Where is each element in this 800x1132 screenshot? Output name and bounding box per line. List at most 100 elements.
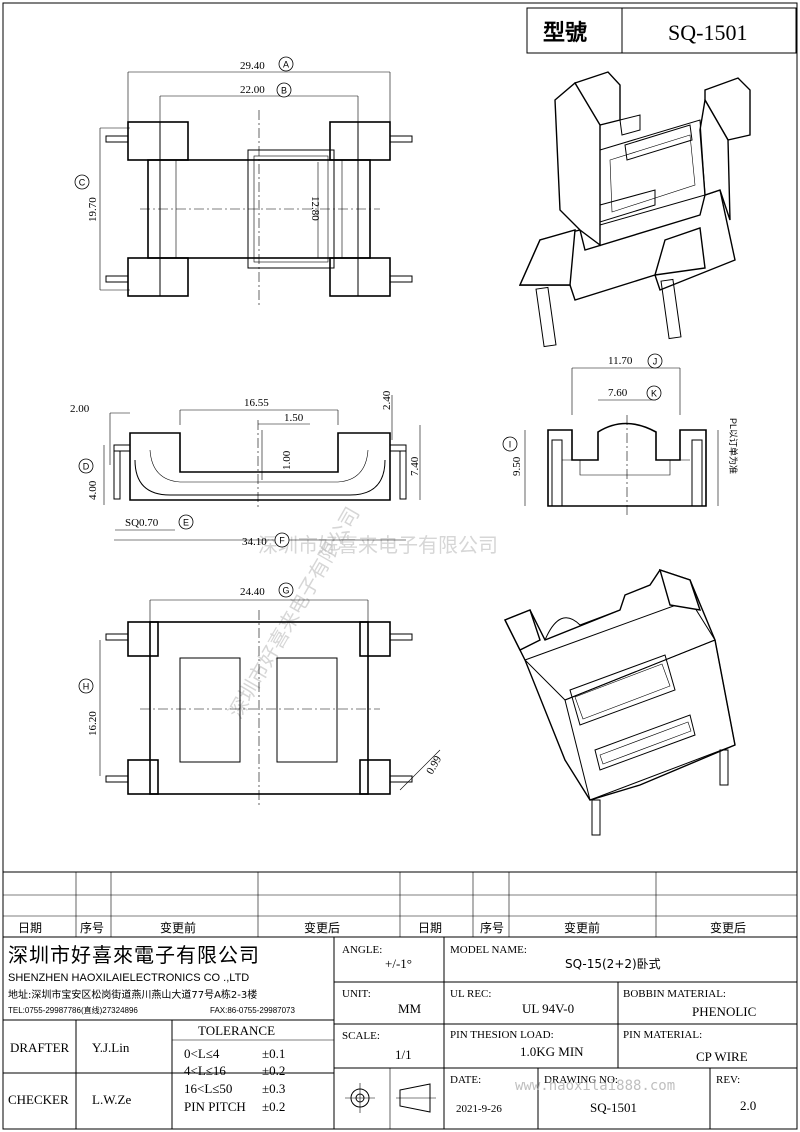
dim-side-height: 7.40 xyxy=(409,456,421,476)
dim-D: 4.00 xyxy=(87,480,99,500)
dim-top-height: 2.40 xyxy=(381,390,393,410)
svg-text:K: K xyxy=(651,389,657,399)
checker-value: L.W.Ze xyxy=(92,1092,131,1107)
side-note: PL以订单为准 xyxy=(728,418,739,474)
rev-header-before-1: 变更前 xyxy=(160,920,196,935)
dim-pin-height: 1.00 xyxy=(281,450,293,470)
drawing-no-value: SQ-1501 xyxy=(590,1100,637,1115)
dim-marker-g: G xyxy=(278,582,294,598)
tolerance-range-1: 0<L≤4 xyxy=(184,1046,220,1061)
svg-text:C: C xyxy=(79,178,86,188)
dim-D-label: 2.00 xyxy=(70,403,90,415)
company-address: 地址:深圳市宝安区松岗街道燕川燕山大道77号A栋2-3楼 xyxy=(8,988,257,1001)
ul-rec-value: UL 94V-0 xyxy=(522,1001,574,1016)
svg-text:E: E xyxy=(183,518,189,528)
rev-value: 2.0 xyxy=(740,1098,756,1113)
pin-load-label: PIN THESION LOAD: xyxy=(450,1029,554,1041)
tolerance-range-2: 4<L≤16 xyxy=(184,1063,226,1078)
pin-load-value: 1.0KG MIN xyxy=(520,1044,584,1059)
drawing-no-label: DRAWING NO: xyxy=(544,1074,618,1086)
rev-header-no-1: 序号 xyxy=(80,920,104,935)
svg-text:H: H xyxy=(83,682,90,692)
svg-text:J: J xyxy=(653,357,658,367)
tolerance-range-3: 16<L≤50 xyxy=(184,1081,232,1096)
dim-G: 24.40 xyxy=(240,586,265,598)
date-value: 2021-9-26 xyxy=(456,1103,502,1115)
svg-text:F: F xyxy=(279,536,285,546)
ul-rec-label: UL REC: xyxy=(450,988,491,1000)
drafter-value: Y.J.Lin xyxy=(92,1040,130,1055)
rev-header-no-2: 序号 xyxy=(480,920,504,935)
dim-J: 11.70 xyxy=(608,355,633,367)
bobbin-material-label: BOBBIN MATERIAL: xyxy=(623,988,726,1000)
angle-value: +/-1° xyxy=(385,956,412,971)
dim-H: 16.20 xyxy=(87,711,99,736)
iso-view-bottom xyxy=(504,568,736,836)
tolerance-value-2: ±0.2 xyxy=(262,1063,285,1078)
front-view: 2.00 16.55 1.50 2.40 1.00 7.40 4.00 SQ0.… xyxy=(70,390,421,548)
rev-header-after-2: 变更后 xyxy=(710,920,746,935)
dim-marker-h: H xyxy=(78,678,94,694)
rev-header-before-2: 变更前 xyxy=(564,920,600,935)
title-block: 深圳市好喜來電子有限公司 SHENZHEN HAOXILAIELECTRONIC… xyxy=(2,936,798,1130)
dim-marker-d: D xyxy=(78,458,94,474)
svg-text:I: I xyxy=(509,440,512,450)
projection-symbol-icon xyxy=(345,1083,436,1113)
dim-gap: 1.50 xyxy=(284,412,304,424)
model-name-label: MODEL NAME: xyxy=(450,944,527,956)
pin-material-label: PIN MATERIAL: xyxy=(623,1029,702,1041)
pin-material-value: CP WIRE xyxy=(696,1049,748,1064)
site-watermark: www.haoxilai888.com xyxy=(515,1078,675,1094)
dim-E: SQ0.70 xyxy=(125,517,159,529)
unit-value: MM xyxy=(398,1001,422,1016)
angle-label: ANGLE: xyxy=(342,944,382,956)
tolerance-range-4: PIN PITCH xyxy=(184,1099,246,1114)
dim-inner-height: 12.80 xyxy=(309,196,321,221)
dim-B: 22.00 xyxy=(240,84,265,96)
dim-F: 34.10 xyxy=(242,536,267,548)
dim-I: 9.50 xyxy=(511,456,523,476)
svg-text:B: B xyxy=(281,86,287,96)
drafter-label: DRAFTER xyxy=(10,1040,70,1055)
rev-header-date-1: 日期 xyxy=(18,921,42,935)
rev-label: REV: xyxy=(716,1074,740,1086)
dim-marker-f: F xyxy=(274,532,290,548)
svg-text:D: D xyxy=(83,462,90,472)
tolerance-title: TOLERANCE xyxy=(198,1023,275,1038)
unit-label: UNIT: xyxy=(342,988,371,1000)
dim-K: 7.60 xyxy=(608,387,628,399)
bobbin-material-value: PHENOLIC xyxy=(692,1004,756,1019)
model-label: 型號 xyxy=(543,21,587,46)
scale-value: 1/1 xyxy=(395,1047,412,1062)
model-value: SQ-1501 xyxy=(668,20,747,45)
iso-view-top xyxy=(518,71,751,348)
checker-label: CHECKER xyxy=(8,1092,69,1107)
model-box: 型號 SQ-1501 xyxy=(526,7,797,54)
dim-A: 29.40 xyxy=(240,60,265,72)
dim-marker-i: I xyxy=(502,436,518,452)
svg-text:G: G xyxy=(282,586,289,596)
rev-header-date-2: 日期 xyxy=(418,921,442,935)
scale-label: SCALE: xyxy=(342,1030,380,1042)
tolerance-value-4: ±0.2 xyxy=(262,1099,285,1114)
dim-marker-b: B xyxy=(276,82,292,98)
company-fax: FAX:86-0755-29987073 xyxy=(210,1006,296,1015)
side-view: 11.70 7.60 9.50 PL以订单为准 xyxy=(511,355,739,515)
watermark-text: 深圳市好喜来电子有限公司 xyxy=(258,533,498,557)
date-label: DATE: xyxy=(450,1074,481,1086)
tolerance-value-1: ±0.1 xyxy=(262,1046,285,1061)
tolerance-value-3: ±0.3 xyxy=(262,1081,285,1096)
rev-header-after-1: 变更后 xyxy=(304,920,340,935)
dim-E-value: 16.55 xyxy=(244,397,269,409)
company-tel: TEL:0755-29987786(直线)27324896 xyxy=(8,1005,138,1015)
bottom-view: 24.40 16.20 0.99 xyxy=(87,586,444,805)
dim-marker-j: J xyxy=(647,353,663,369)
model-name-value: SQ-15(2+2)卧式 xyxy=(565,957,661,971)
revision-table: 日期 序号 变更前 变更后 日期 序号 变更前 变更后 xyxy=(2,871,798,938)
dim-marker-e: E xyxy=(178,514,194,530)
company-name-en: SHENZHEN HAOXILAIELECTRONICS CO .,LTD xyxy=(8,972,249,984)
company-name-cn: 深圳市好喜來電子有限公司 xyxy=(8,943,260,967)
dim-pin-diameter: 0.99 xyxy=(424,753,444,776)
